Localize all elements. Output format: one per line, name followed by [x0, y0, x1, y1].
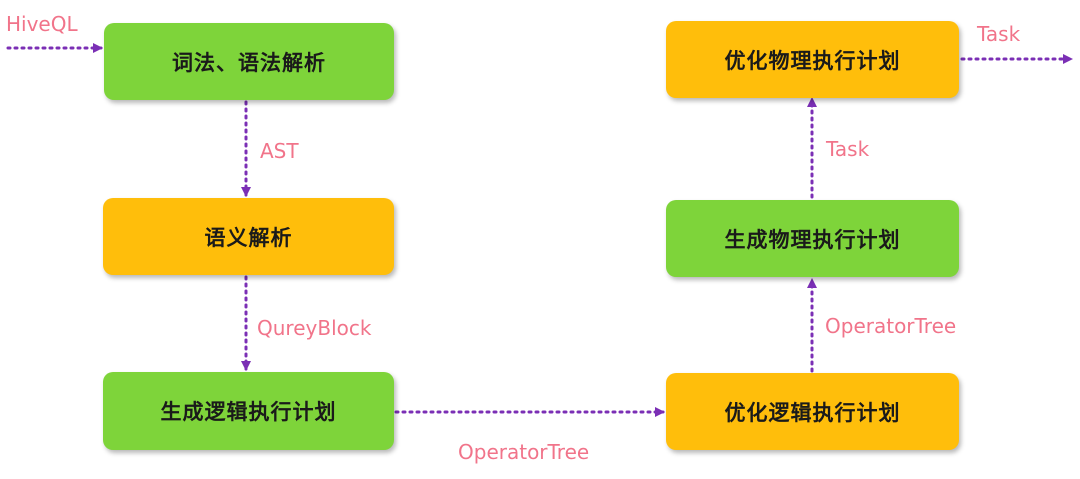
edge-label-task-middle: Task	[826, 137, 870, 161]
node-semantic-parse: 语义解析	[103, 198, 394, 275]
edge-label-operatortree-right: OperatorTree	[825, 314, 957, 338]
edge-label-ast: AST	[260, 139, 299, 163]
node-optimize-logical-plan: 优化逻辑执行计划	[666, 373, 959, 450]
edge-label-task-output: Task	[977, 22, 1021, 46]
node-lexical-syntax-parse: 词法、语法解析	[104, 23, 394, 100]
node-generate-physical-plan: 生成物理执行计划	[666, 200, 959, 277]
edge-label-operatortree-bottom: OperatorTree	[458, 440, 590, 464]
node-generate-logical-plan: 生成逻辑执行计划	[103, 372, 394, 450]
edge-label-hiveql: HiveQL	[6, 12, 78, 36]
node-optimize-physical-plan: 优化物理执行计划	[666, 21, 959, 98]
edge-label-qureyblock: QureyBlock	[257, 316, 372, 340]
